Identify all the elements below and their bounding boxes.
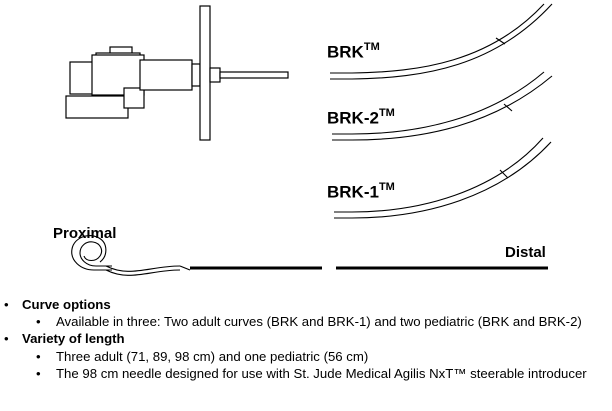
- list-item: • The 98 cm needle designed for use with…: [0, 365, 612, 382]
- needle-hub-drawing: [65, 5, 289, 141]
- trademark-mark: TM: [378, 181, 395, 193]
- curve-label-brk-2: BRK-2TM: [327, 107, 395, 129]
- feature-list: • Curve options • Available in three: Tw…: [0, 296, 612, 382]
- list-item: • Curve options: [0, 296, 612, 313]
- bullet-icon: •: [36, 348, 41, 364]
- list-item-text: Available in three: Two adult curves (BR…: [56, 314, 582, 330]
- curve-brk-2-drawing: [332, 71, 553, 141]
- curve-name: BRK: [327, 42, 364, 62]
- distal-label: Distal: [505, 244, 546, 261]
- list-item-text: Three adult (71, 89, 98 cm) and one pedi…: [56, 348, 369, 364]
- list-item-text: Curve options: [22, 297, 111, 312]
- bullet-icon: •: [4, 297, 9, 312]
- curve-brk-1-drawing: [334, 137, 552, 219]
- trademark-mark: TM: [378, 107, 395, 119]
- bullet-icon: •: [4, 331, 9, 347]
- bullet-icon: •: [36, 314, 41, 330]
- list-item-text: Variety of length: [22, 331, 125, 347]
- list-item: • Three adult (71, 89, 98 cm) and one pe…: [0, 348, 612, 365]
- curve-label-brk: BRKTM: [327, 41, 380, 63]
- curve-label-brk-1: BRK-1TM: [327, 181, 395, 203]
- trademark-mark: TM: [363, 41, 380, 53]
- bullet-icon: •: [36, 365, 41, 381]
- curve-brk-drawing: [330, 3, 553, 80]
- curve-name: BRK-1: [327, 182, 379, 202]
- curve-name: BRK-2: [327, 108, 379, 128]
- proximal-coil-drawing: [71, 235, 191, 276]
- list-item-text: The 98 cm needle designed for use with S…: [56, 365, 587, 381]
- proximal-label: Proximal: [53, 225, 117, 242]
- list-item: • Variety of length: [0, 330, 612, 347]
- list-item: • Available in three: Two adult curves (…: [0, 313, 612, 330]
